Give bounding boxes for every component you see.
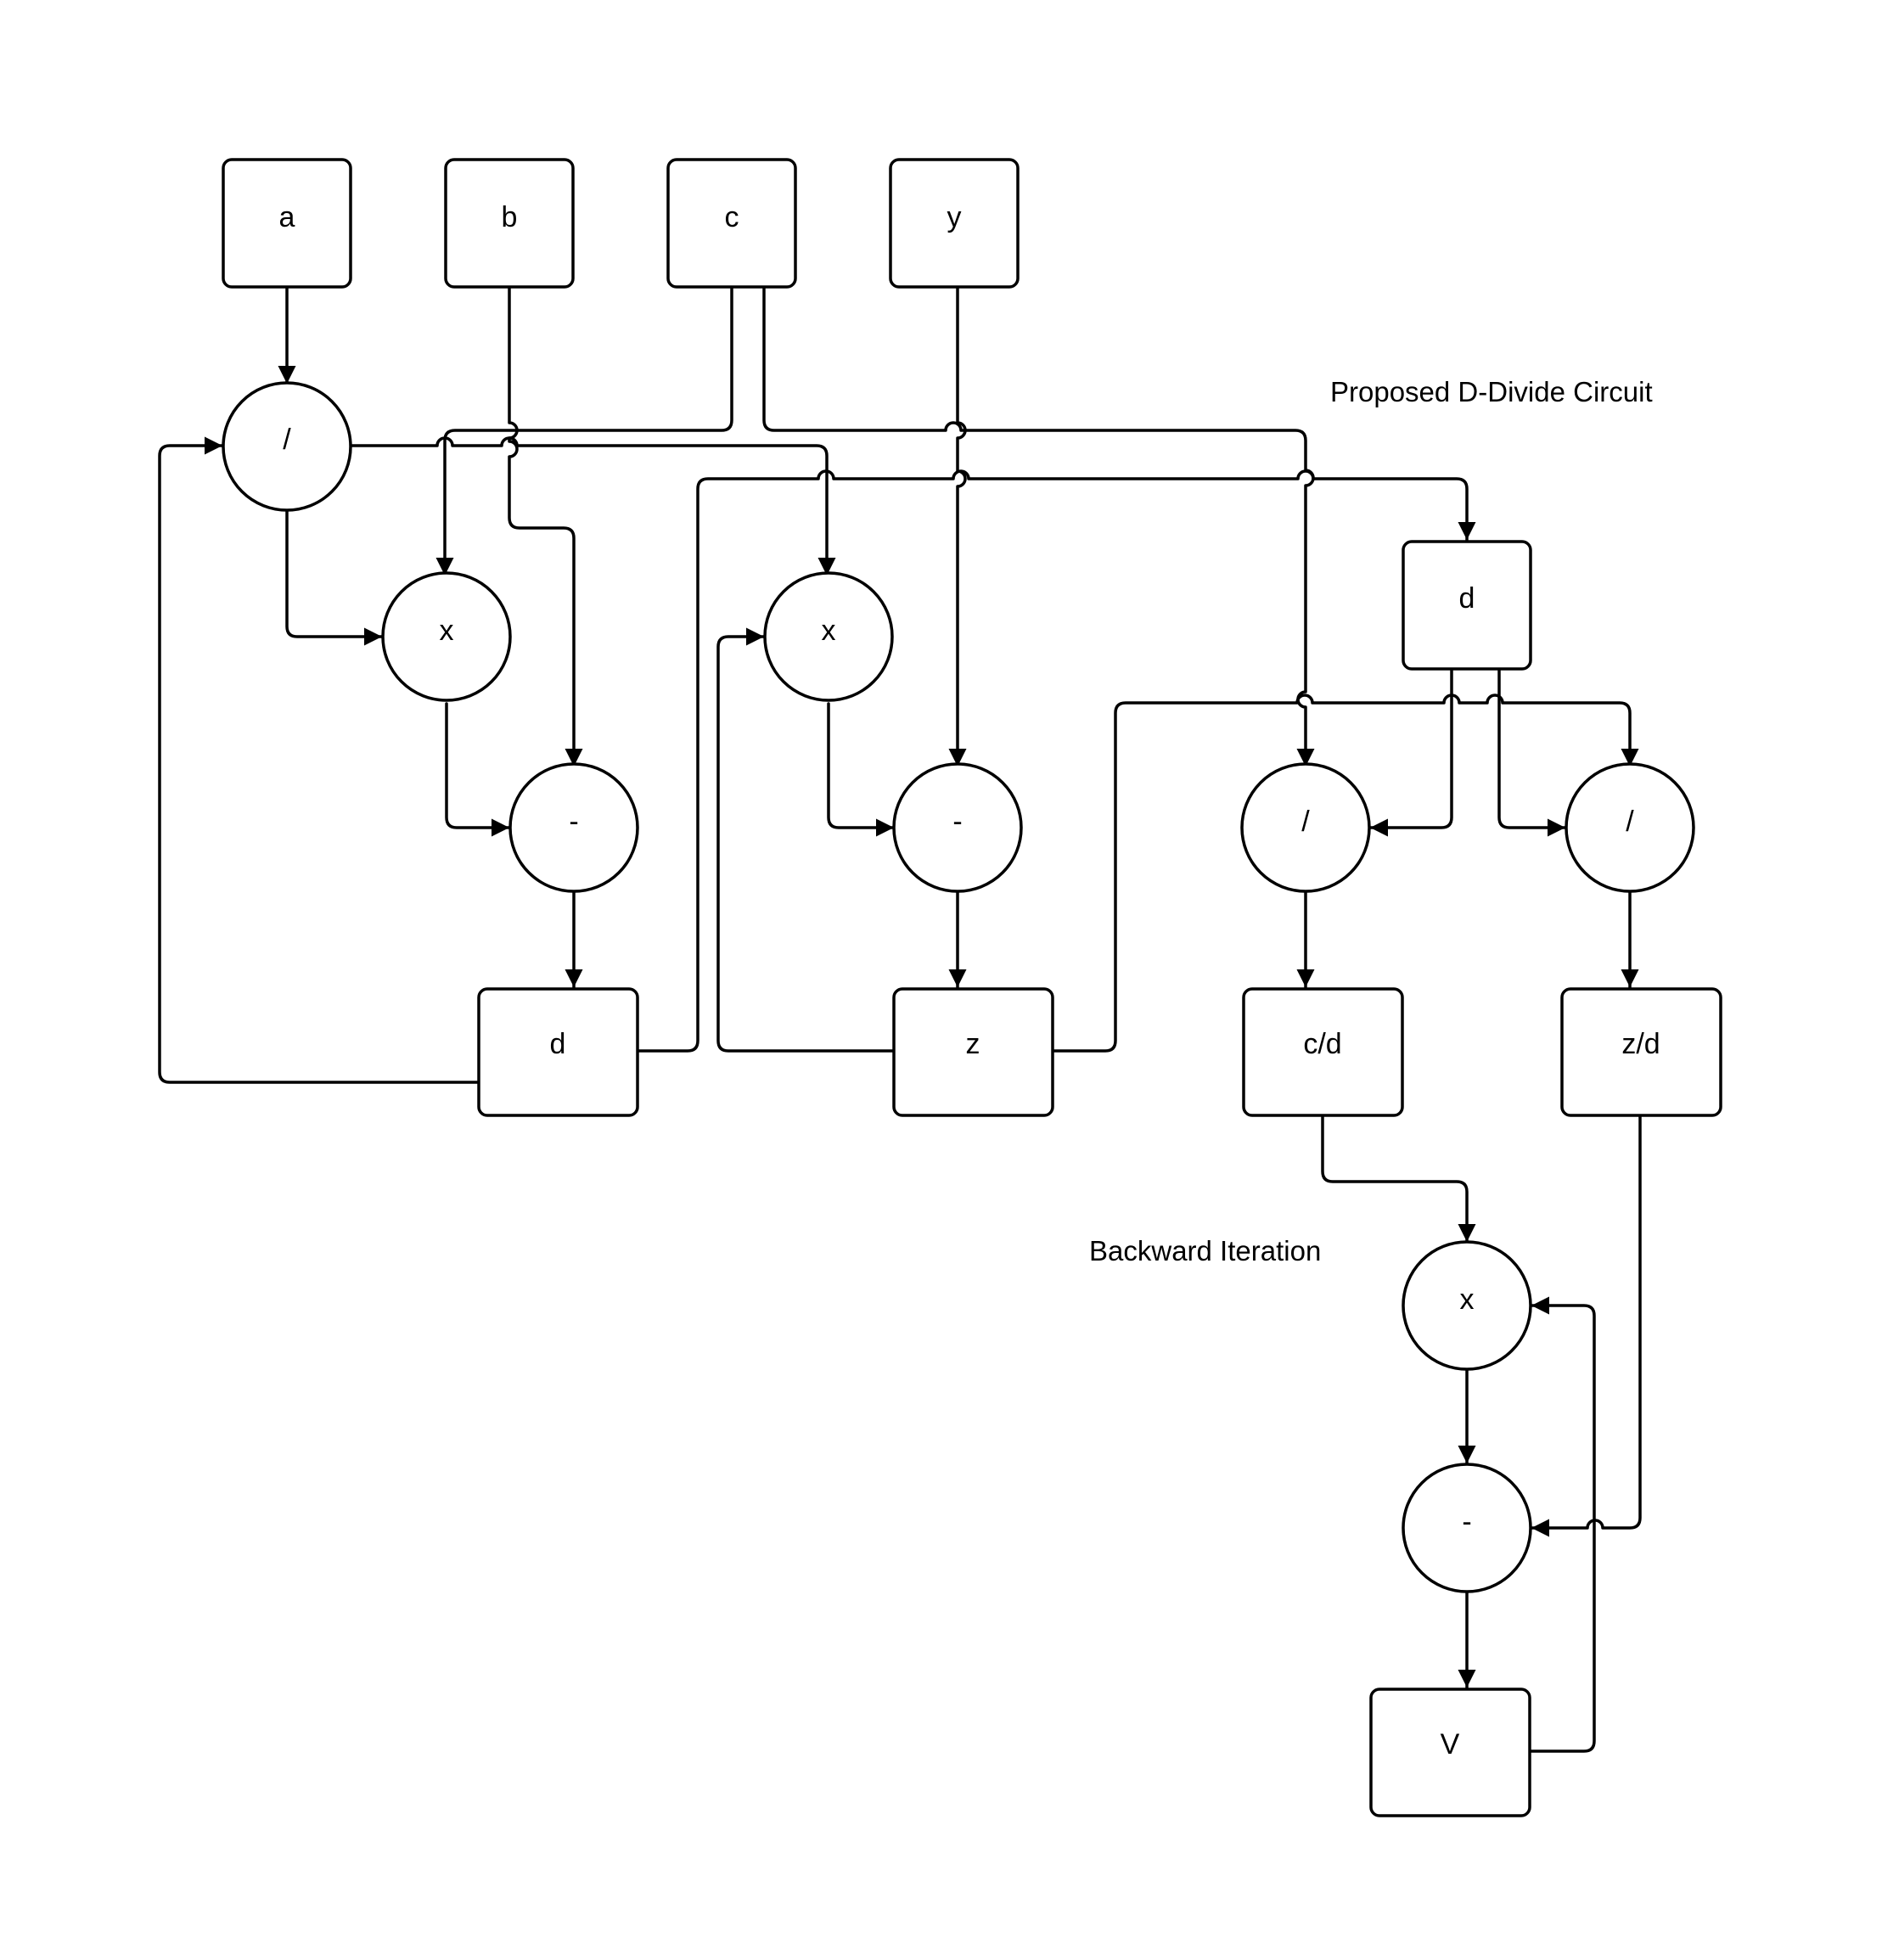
node-a-label: a — [279, 201, 295, 233]
node-a: a — [222, 158, 352, 289]
node-d1-label: d — [550, 1028, 566, 1060]
node-cd-label: c/d — [1303, 1028, 1341, 1060]
wire-z-div3 — [1051, 694, 1639, 1053]
wire-zd-sub3 — [1530, 1112, 1642, 1537]
node-y-label: y — [947, 201, 962, 233]
wire-b-sub1 — [508, 287, 583, 768]
wire-y-sub2 — [948, 287, 967, 768]
diagram-subtitle: Backward Iteration — [1089, 1235, 1321, 1266]
wire-c-div2 — [762, 287, 1315, 768]
node-d2: d — [1402, 540, 1532, 671]
wires — [158, 287, 1642, 1753]
node-mul2: x — [763, 571, 894, 702]
node-z: z — [892, 987, 1054, 1117]
node-c-label: c — [725, 201, 739, 233]
node-sub3-label: - — [1462, 1506, 1471, 1538]
node-v-label: V — [1441, 1728, 1460, 1761]
node-div1: / — [222, 381, 352, 512]
wire-mul2-sub2 — [827, 702, 896, 837]
node-div1-label: / — [283, 424, 291, 456]
node-sub2: - — [892, 762, 1023, 893]
node-zd-label: z/d — [1621, 1028, 1660, 1060]
wire-v-mul3 — [1528, 1296, 1596, 1753]
node-sub1-label: - — [569, 806, 578, 838]
node-d2-label: d — [1459, 582, 1475, 615]
node-c: c — [666, 158, 797, 289]
node-sub1: - — [508, 762, 639, 893]
wire-d2-div3 — [1497, 669, 1567, 837]
wire-d1-d2 — [637, 469, 1476, 1053]
wire-div1-mul2 — [350, 436, 836, 577]
node-z-label: z — [966, 1028, 980, 1060]
node-div2: / — [1240, 762, 1371, 893]
node-div2-label: / — [1301, 806, 1310, 838]
node-zd: z/d — [1560, 987, 1722, 1117]
node-mul3: x — [1402, 1240, 1532, 1371]
wire-c-mul1 — [435, 287, 733, 577]
wire-d1-div1 — [158, 436, 480, 1084]
node-div3-label: / — [1626, 806, 1634, 838]
node-cd: c/d — [1242, 987, 1404, 1117]
node-div3: / — [1565, 762, 1695, 893]
node-y: y — [889, 158, 1020, 289]
node-mul1-label: x — [440, 615, 454, 647]
node-b: b — [444, 158, 575, 289]
wire-d2-div2 — [1368, 669, 1453, 837]
node-sub2-label: - — [952, 806, 962, 838]
node-b-label: b — [502, 201, 518, 233]
wire-div1-mul1 — [285, 509, 384, 646]
node-d1: d — [477, 987, 639, 1117]
diagram-title: Proposed D-Divide Circuit — [1330, 376, 1653, 407]
node-mul3-label: x — [1460, 1283, 1475, 1316]
node-v: V — [1369, 1688, 1531, 1817]
node-mul1: x — [381, 571, 512, 702]
wire-z-mul2 — [716, 627, 896, 1053]
node-mul2-label: x — [822, 615, 836, 647]
wire-cd-mul3 — [1321, 1112, 1476, 1244]
wire-mul1-sub1 — [445, 702, 511, 837]
node-sub3: - — [1402, 1463, 1532, 1593]
